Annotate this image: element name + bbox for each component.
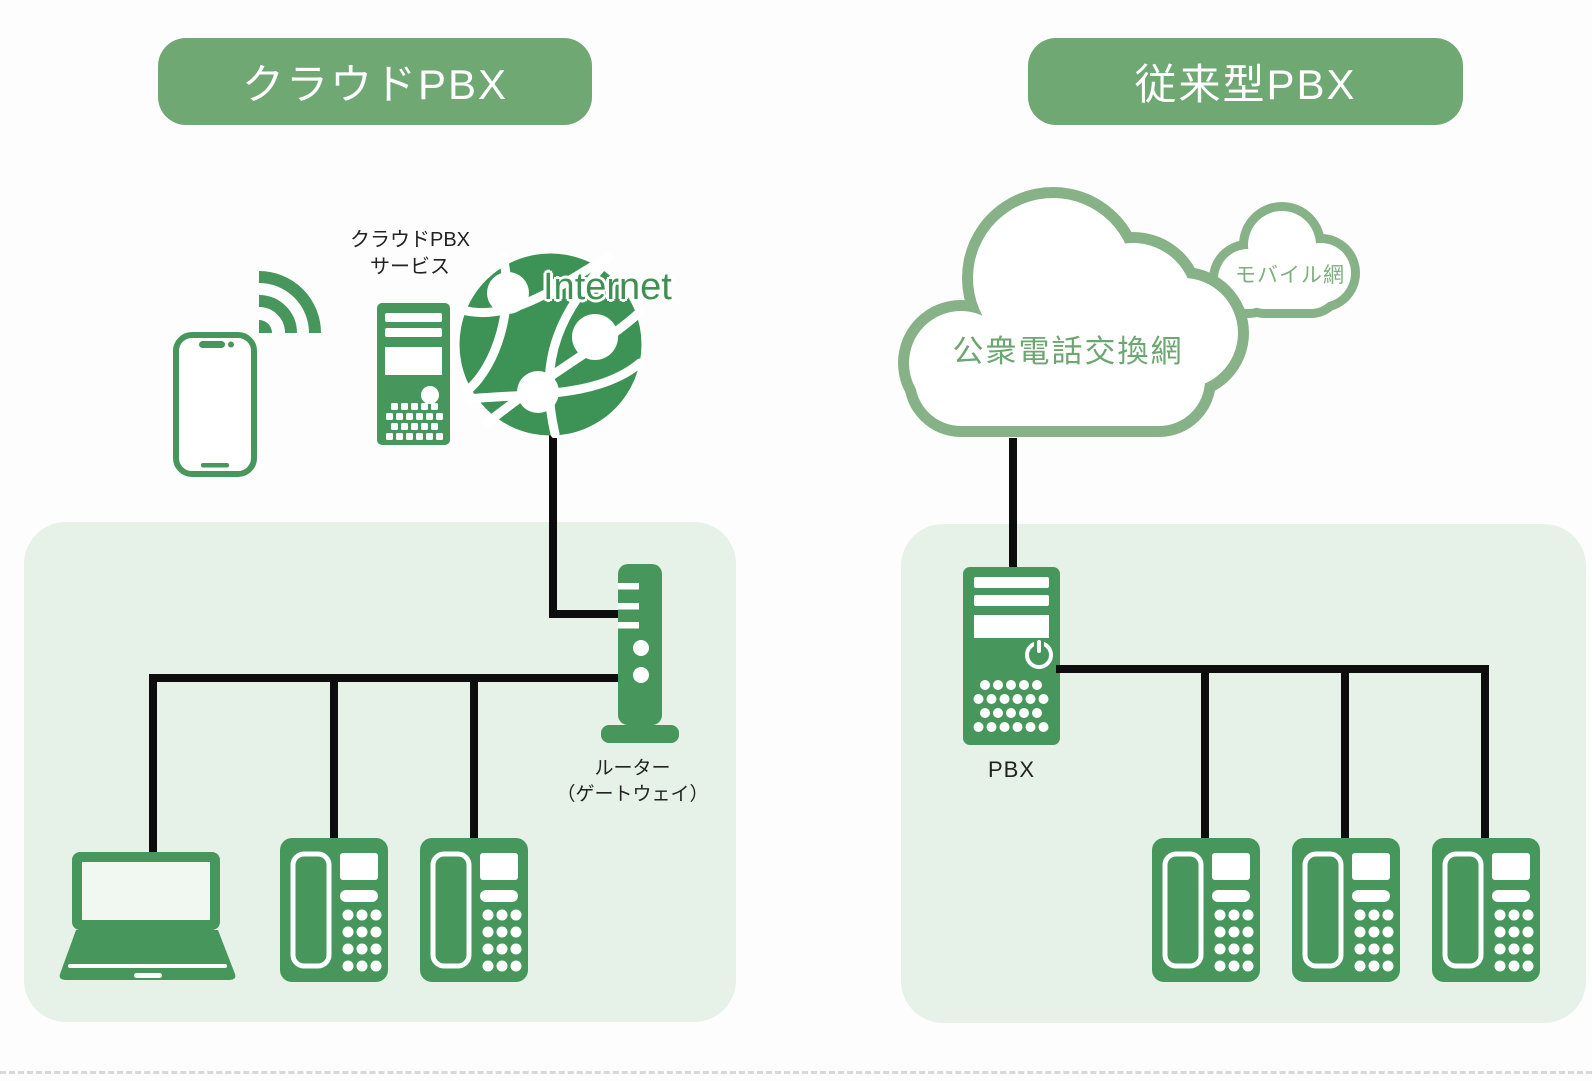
wire-lan-bus	[149, 674, 622, 682]
desk-phone-icon-right-3	[1432, 838, 1540, 982]
cloud-pbx-service-label: クラウドPBX サービス	[330, 227, 490, 281]
cloud-pbx-service-label-line1: クラウドPBX	[349, 229, 471, 251]
wifi-signal-icon	[256, 270, 324, 336]
wire-drop-phone-left-1	[330, 674, 338, 842]
cloud-pbx-header-label: クラウドPBX	[241, 61, 509, 108]
pbx-server-icon	[963, 567, 1060, 745]
router-icon	[601, 564, 679, 746]
router-label-line1: ルーター	[594, 758, 671, 779]
wire-drop-phone-right-2	[1341, 665, 1349, 842]
wire-drop-phone-right-3	[1481, 665, 1489, 842]
wire-pstn-to-pbx	[1009, 438, 1017, 572]
pstn-cloud	[893, 183, 1249, 441]
desk-phone-icon-left-2	[420, 838, 528, 982]
internet-label: Internet	[543, 266, 672, 308]
traditional-pbx-header: 従来型PBX	[1028, 38, 1463, 125]
smartphone-icon	[173, 332, 257, 477]
traditional-pbx-header-label: 従来型PBX	[1134, 61, 1357, 108]
wire-drop-phone-right-1	[1201, 665, 1209, 842]
router-label-line2: （ゲートウェイ）	[556, 784, 709, 805]
cloud-pbx-header: クラウドPBX	[158, 38, 592, 125]
laptop-icon	[58, 852, 237, 985]
wire-internet-to-router-horizontal	[549, 610, 622, 618]
desk-phone-icon-left-1	[280, 838, 388, 982]
wire-pbx-bus	[1056, 665, 1489, 673]
mobile-network-cloud-label: モバイル網	[1235, 264, 1345, 287]
cloud-pbx-service-label-line2: サービス	[370, 256, 450, 278]
desk-phone-icon-right-1	[1152, 838, 1260, 982]
desk-phone-icon-right-2	[1292, 838, 1400, 982]
cloud-pbx-server-icon	[377, 303, 450, 445]
wire-internet-to-router-vertical	[549, 434, 557, 618]
wire-drop-phone-left-2	[470, 674, 478, 842]
pstn-cloud-label: 公衆電話交換網	[952, 334, 1184, 369]
bottom-divider	[0, 1071, 1592, 1074]
router-label: ルーター （ゲートウェイ）	[550, 756, 715, 808]
pbx-label: PBX	[987, 757, 1036, 782]
wire-drop-laptop	[149, 674, 157, 856]
